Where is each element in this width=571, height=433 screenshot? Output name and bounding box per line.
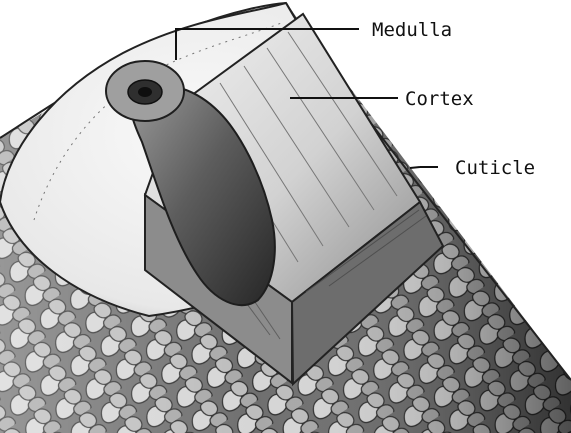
medulla-label: Medulla — [372, 19, 452, 41]
cuticle-label: Cuticle — [455, 157, 535, 179]
cortex-label: Cortex — [405, 88, 474, 110]
